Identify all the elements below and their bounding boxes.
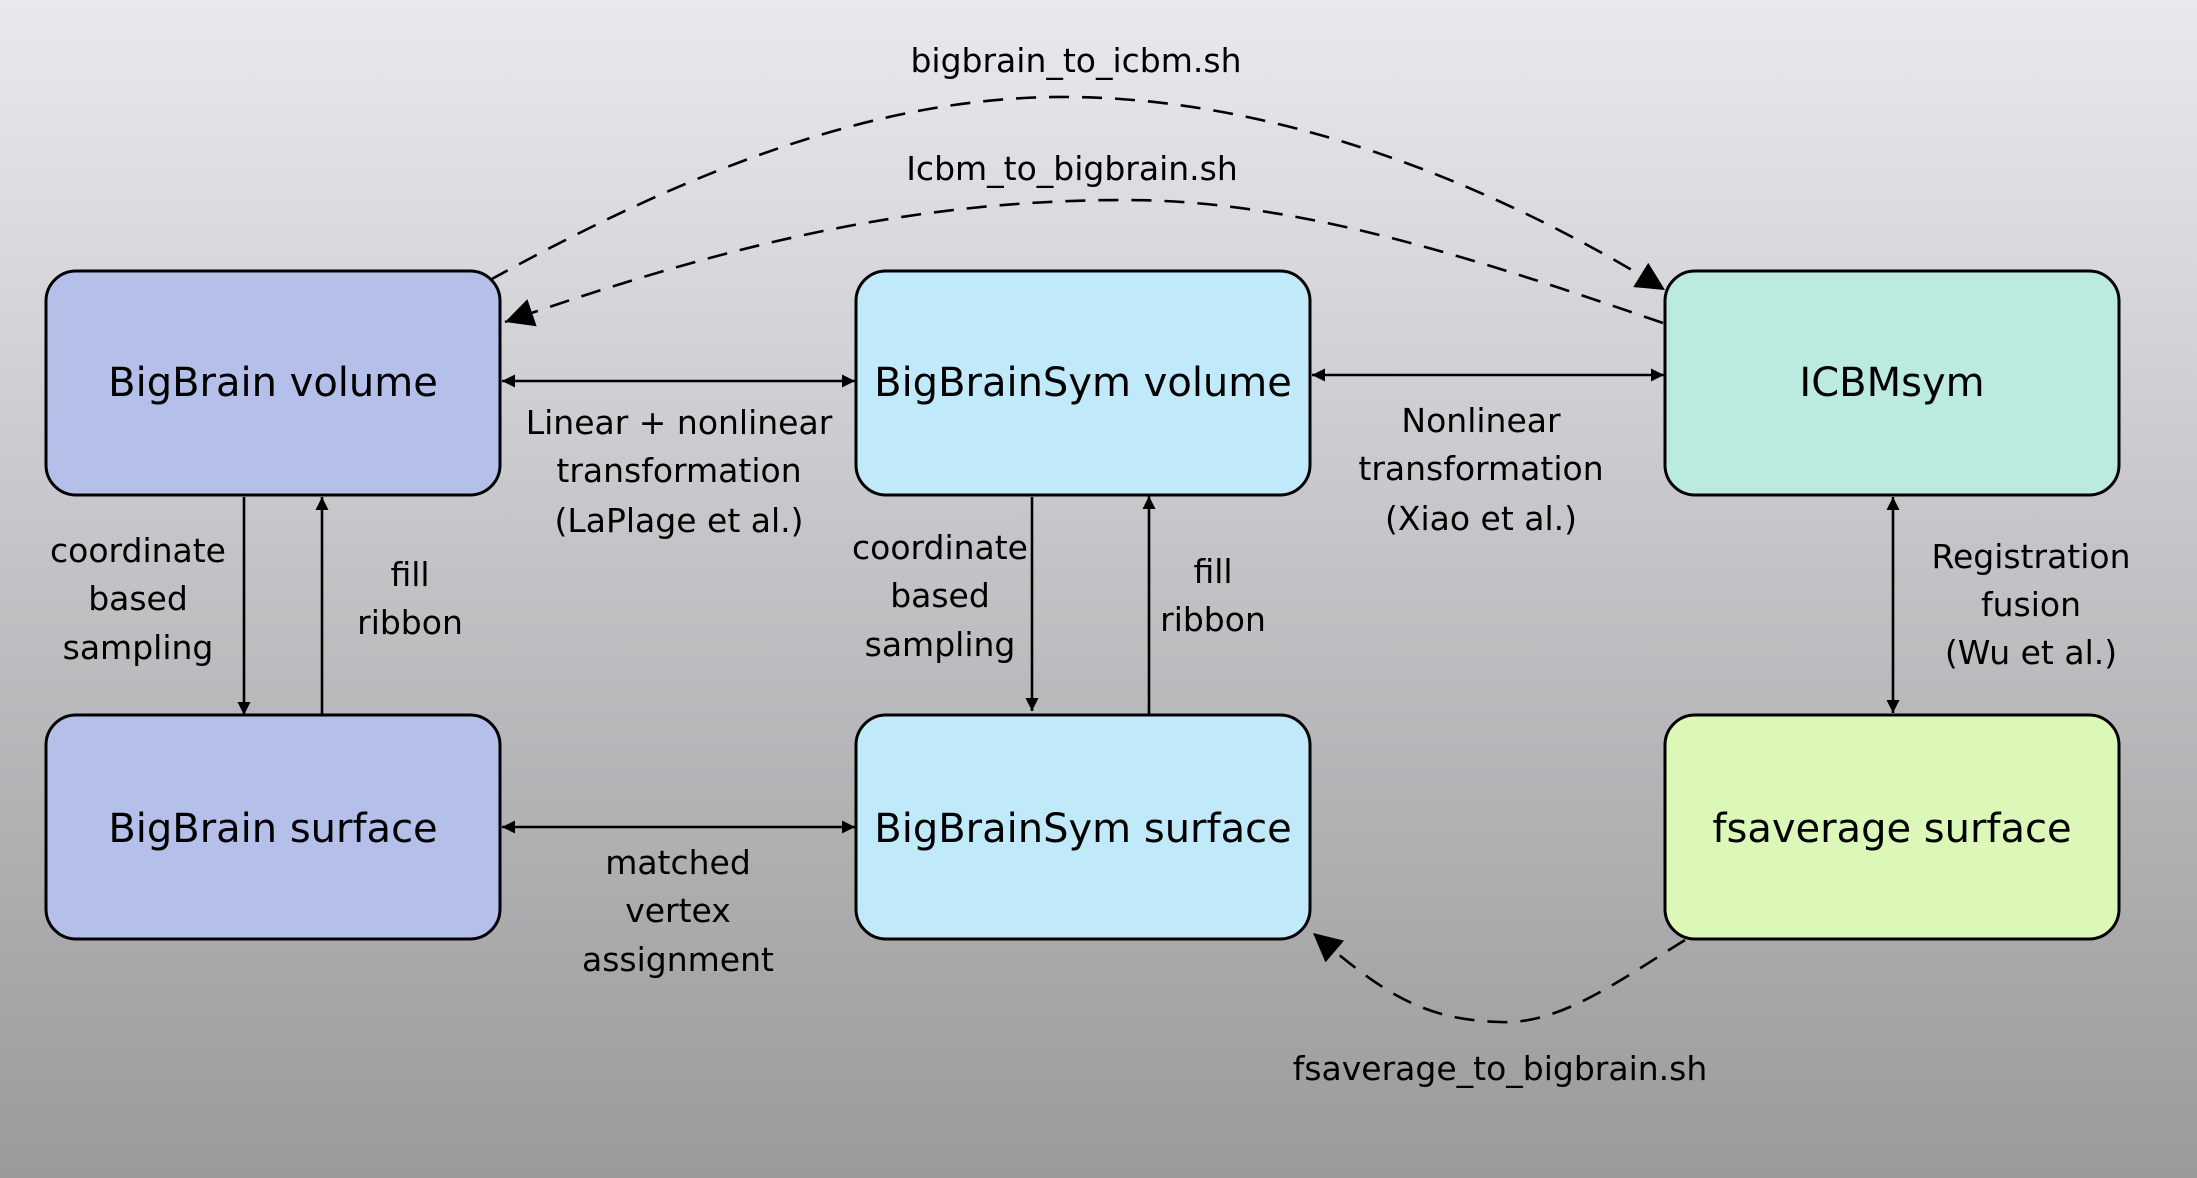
edge-fsaverage-to-bigbrain — [1312, 932, 1686, 1024]
label-line: fusion — [1981, 585, 2081, 624]
label-line: Registration — [1932, 537, 2131, 576]
label-bigbrain-to-icbm: bigbrain_to_icbm.sh — [910, 41, 1241, 80]
label-line: ribbon — [1160, 600, 1266, 639]
label-line: transformation — [556, 451, 801, 490]
node-fsaverage-surface: fsaverage surface — [1663, 713, 2121, 941]
edge-icbm-to-bigbrain — [504, 198, 1664, 327]
label-fill-ribbon-mid: fill ribbon — [1160, 552, 1266, 639]
label-fill-ribbon-left: fill ribbon — [357, 555, 463, 642]
label-fsaverage-to-bigbrain: fsaverage_to_bigbrain.sh — [1293, 1049, 1708, 1088]
label-line: sampling — [63, 628, 214, 667]
edge-bigbrain-to-icbm — [489, 95, 1666, 292]
label-line: based — [88, 579, 188, 618]
node-label: BigBrainSym volume — [874, 360, 1292, 406]
label-line: coordinate — [50, 531, 226, 570]
node-label: fsaverage surface — [1712, 806, 2071, 852]
label-line: assignment — [582, 940, 774, 979]
label-line: sampling — [865, 625, 1016, 664]
label-line: Nonlinear — [1401, 401, 1561, 440]
label-registration-fusion: Registration fusion (Wu et al.) — [1932, 537, 2131, 672]
label-nonlinear: Nonlinear transformation (Xiao et al.) — [1358, 401, 1603, 538]
label-line: coordinate — [852, 528, 1028, 567]
node-label: BigBrain volume — [108, 360, 438, 406]
label-line: ribbon — [357, 603, 463, 642]
label-line: matched — [605, 843, 751, 882]
node-icbmsym: ICBMsym — [1663, 269, 2121, 497]
node-bigbrain-surface: BigBrain surface — [44, 713, 502, 941]
label-line: fill — [1193, 552, 1232, 591]
node-bigbrainsym-volume: BigBrainSym volume — [854, 269, 1312, 497]
label-line: vertex — [625, 891, 731, 930]
node-label: ICBMsym — [1799, 360, 1984, 406]
label-matched-vertex: matched vertex assignment — [582, 843, 774, 979]
label-line: (Wu et al.) — [1945, 633, 2117, 672]
label-line: Linear + nonlinear — [526, 403, 833, 442]
label-line: transformation — [1358, 449, 1603, 488]
label-linear-nonlinear: Linear + nonlinear transformation (LaPla… — [526, 403, 833, 540]
node-label: BigBrain surface — [108, 806, 437, 852]
node-bigbrainsym-surface: BigBrainSym surface — [854, 713, 1312, 941]
label-line: fill — [390, 555, 429, 594]
label-coord-sampling-mid: coordinate based sampling — [852, 528, 1028, 664]
label-line: based — [890, 576, 990, 615]
node-bigbrain-volume: BigBrain volume — [44, 269, 502, 497]
label-icbm-to-bigbrain: Icbm_to_bigbrain.sh — [906, 149, 1238, 188]
label-coord-sampling-left: coordinate based sampling — [50, 531, 226, 667]
label-line: (Xiao et al.) — [1385, 499, 1577, 538]
node-label: BigBrainSym surface — [874, 806, 1291, 852]
label-line: (LaPlage et al.) — [555, 501, 804, 540]
